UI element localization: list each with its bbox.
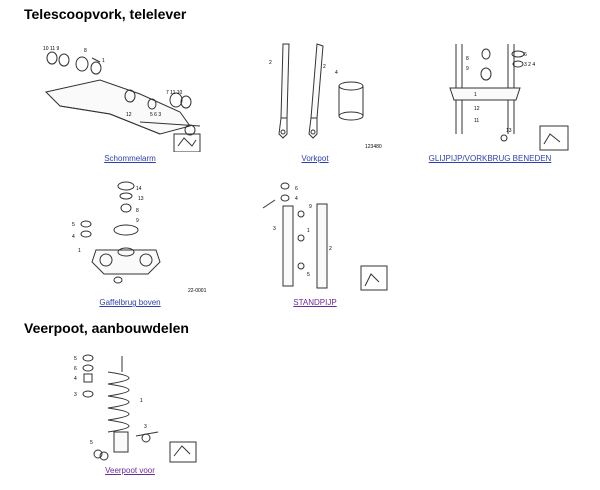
svg-text:12: 12 xyxy=(126,112,132,118)
svg-text:12: 12 xyxy=(474,106,480,112)
svg-text:5: 5 xyxy=(74,356,77,362)
stanchion-tube-diagram-icon[interactable]: 6 4 9 3 1 2 5 xyxy=(225,178,405,296)
svg-text:3 2 4: 3 2 4 xyxy=(524,62,535,68)
svg-text:5: 5 xyxy=(72,222,75,228)
part-item-vorkpot[interactable]: 2 2 4 123480 Vorkpot xyxy=(225,34,405,169)
svg-text:10 11 9: 10 11 9 xyxy=(43,46,60,52)
section-title-telescoopvork: Telescoopvork, telelever xyxy=(24,6,187,22)
svg-text:8: 8 xyxy=(466,56,469,62)
front-shock-diagram-icon[interactable]: 5 6 4 3 1 5 3 xyxy=(40,346,220,464)
part-item-schommelarm[interactable]: 10 11 9 8 1 7 11 10 12 5 6 3 Schommelarm xyxy=(40,34,220,169)
svg-text:3: 3 xyxy=(74,392,77,398)
svg-text:123480: 123480 xyxy=(365,144,382,150)
svg-text:9: 9 xyxy=(466,66,469,72)
part-link-gaffelbrug-boven[interactable]: Gaffelbrug boven xyxy=(99,298,161,307)
svg-text:1: 1 xyxy=(102,58,105,64)
part-link-standpijp[interactable]: STANDPIJP xyxy=(293,298,337,307)
svg-text:6: 6 xyxy=(295,186,298,192)
svg-text:2: 2 xyxy=(329,246,332,252)
part-link-glijpijp-vorkbrug-beneden[interactable]: GLIJPIJP/VORKBRUG BENEDEN xyxy=(428,154,552,163)
svg-text:9: 9 xyxy=(309,204,312,210)
svg-text:3: 3 xyxy=(273,226,276,232)
svg-text:1: 1 xyxy=(307,228,310,234)
svg-text:22-0001: 22-0001 xyxy=(188,288,207,294)
swing-arm-diagram-icon[interactable]: 10 11 9 8 1 7 11 10 12 5 6 3 xyxy=(40,34,220,152)
svg-text:4: 4 xyxy=(295,196,298,202)
upper-fork-bridge-diagram-icon[interactable]: 14 13 8 9 5 4 1 22-0001 xyxy=(40,178,220,296)
svg-text:9: 9 xyxy=(136,218,139,224)
svg-text:4: 4 xyxy=(74,376,77,382)
svg-text:5: 5 xyxy=(90,440,93,446)
svg-text:3: 3 xyxy=(144,424,147,430)
part-link-vorkpot[interactable]: Vorkpot xyxy=(301,154,329,163)
svg-text:2: 2 xyxy=(323,64,326,70)
svg-text:2: 2 xyxy=(269,60,272,66)
svg-text:1: 1 xyxy=(474,92,477,98)
svg-text:4: 4 xyxy=(335,70,338,76)
part-link-schommelarm[interactable]: Schommelarm xyxy=(104,154,156,163)
slider-tube-bridge-diagram-icon[interactable]: 8 9 6 3 2 4 1 12 11 13 xyxy=(400,34,580,152)
section-title-veerpoot: Veerpoot, aanbouwdelen xyxy=(24,320,189,336)
part-link-veerpoot-voor[interactable]: Veerpoot voor xyxy=(105,466,155,475)
svg-text:8: 8 xyxy=(84,48,87,54)
fork-tubes-diagram-icon[interactable]: 2 2 4 123480 xyxy=(225,34,405,152)
svg-text:11: 11 xyxy=(474,118,479,124)
svg-text:8: 8 xyxy=(136,208,139,214)
svg-text:1: 1 xyxy=(140,398,143,404)
svg-text:5: 5 xyxy=(307,272,310,278)
part-item-standpijp[interactable]: 6 4 9 3 1 2 5 STANDPIJP xyxy=(225,178,405,313)
part-item-veerpoot-voor[interactable]: 5 6 4 3 1 5 3 Veerpoot voor xyxy=(40,346,220,481)
svg-text:13: 13 xyxy=(138,196,144,202)
svg-text:13: 13 xyxy=(506,128,512,134)
svg-text:1: 1 xyxy=(78,248,81,254)
part-item-gaffelbrug-boven[interactable]: 14 13 8 9 5 4 1 22-0001 Gaffelbrug boven xyxy=(40,178,220,313)
svg-text:4: 4 xyxy=(72,234,75,240)
part-item-glijpijp[interactable]: 8 9 6 3 2 4 1 12 11 13 GLIJPIJP/VORKBRUG… xyxy=(400,34,580,169)
svg-text:6: 6 xyxy=(524,52,527,58)
svg-text:7 11 10: 7 11 10 xyxy=(166,90,183,96)
svg-text:14: 14 xyxy=(136,186,142,192)
svg-text:5 6 3: 5 6 3 xyxy=(150,112,161,118)
svg-text:6: 6 xyxy=(74,366,77,372)
